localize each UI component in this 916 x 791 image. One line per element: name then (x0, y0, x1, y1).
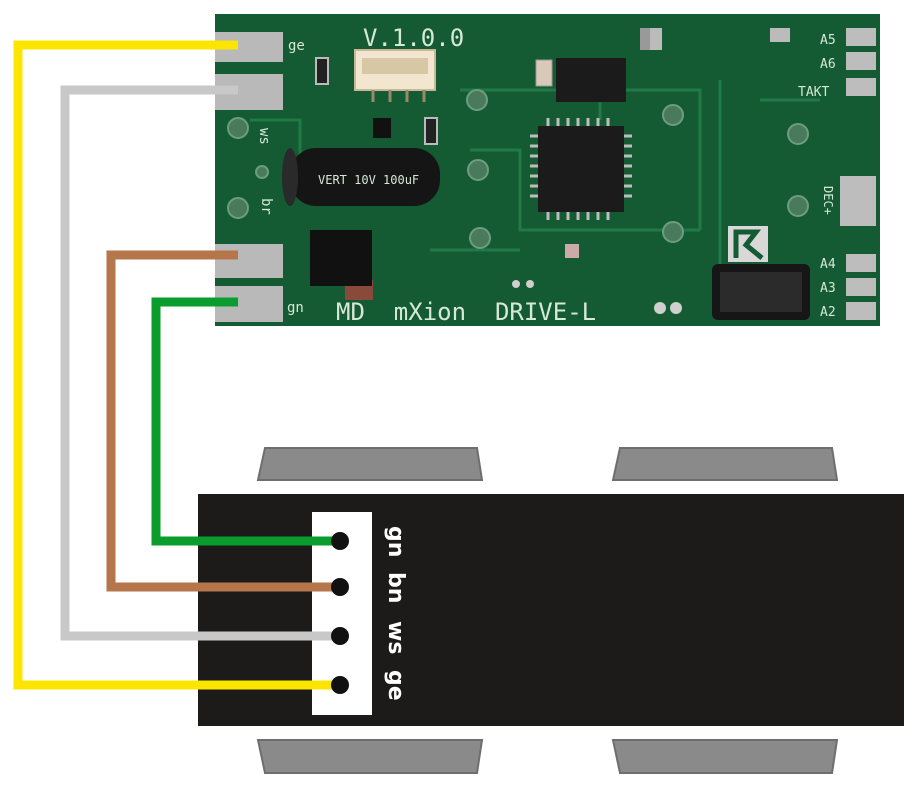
label-a5: A5 (820, 33, 836, 48)
pad-label-br: br (258, 198, 274, 215)
track-shoes (256, 447, 839, 774)
wires (13, 40, 340, 690)
pin-bn (331, 578, 349, 596)
connector-pins (331, 532, 349, 694)
shoe-top-left (256, 447, 484, 481)
brand-logo-icon (728, 226, 768, 262)
label-a6: A6 (820, 57, 836, 72)
shoe-bottom-left (256, 739, 484, 774)
pin-ws (331, 627, 349, 645)
wire-brown (106, 250, 340, 592)
mosfet (310, 230, 372, 286)
pcb-vias (227, 89, 809, 249)
product-label: MD mXion DRIVE-L (336, 298, 596, 326)
locomotive-body (198, 494, 904, 726)
pad-br (215, 244, 283, 278)
wire-yellow (13, 40, 340, 690)
pin-ge (331, 676, 349, 694)
label-dec: DEC+ (821, 186, 835, 215)
pin-gn (331, 532, 349, 550)
label-a3: A3 (820, 281, 836, 296)
wire-white (60, 85, 340, 641)
right-pads (840, 28, 876, 320)
pad-label-ws: ws (256, 128, 272, 145)
microcontroller (530, 118, 632, 220)
electrolytic-capacitor: VERT 10V 100uF (282, 148, 440, 206)
voltage-regulator (556, 58, 626, 102)
decoder-board: ge ws br gn V.1.0.0 (215, 14, 880, 326)
label-a2: A2 (820, 305, 836, 320)
shoe-top-right (611, 447, 839, 481)
version-label: V.1.0.0 (363, 24, 464, 52)
pad-label-ge: ge (288, 38, 305, 54)
pin-label-bn: bn (383, 572, 408, 603)
small-dots (512, 280, 682, 314)
shoe-bottom-right (611, 739, 839, 774)
pin-label-gn: gn (383, 526, 408, 557)
pin-label-ws: ws (383, 621, 408, 654)
pin-label-ge: ge (383, 670, 408, 701)
header-connector (354, 49, 436, 102)
pad-label-gn: gn (287, 300, 304, 316)
label-takt: TAKT (798, 85, 829, 100)
capacitor-label: VERT 10V 100uF (318, 173, 419, 187)
wire-green (151, 297, 340, 546)
label-a4: A4 (820, 257, 836, 272)
jumper-header (712, 264, 810, 320)
